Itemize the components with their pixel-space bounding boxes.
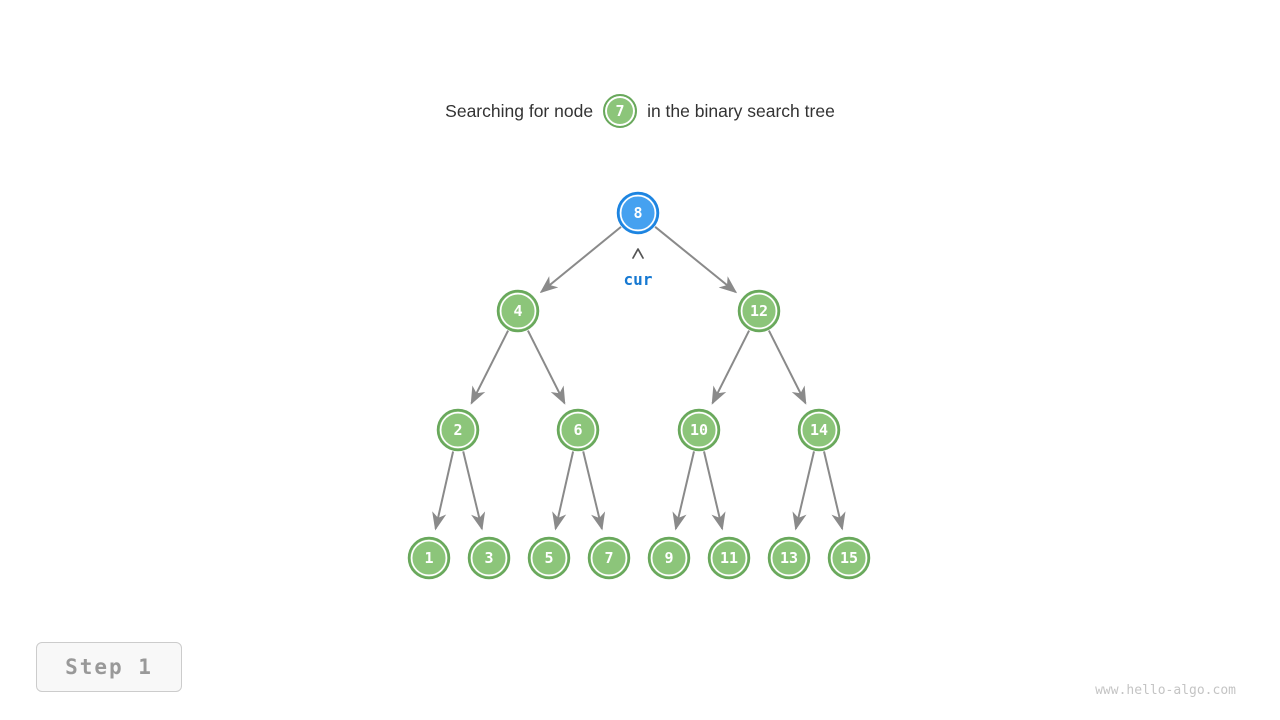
node-circle [496,289,540,333]
tree-edge-6-7 [582,451,606,531]
tree-edge-8-12 [654,226,738,294]
tree-edge-4-6 [527,330,566,405]
node-circle [737,289,781,333]
title-prefix: Searching for node [445,100,594,121]
tree-node-13: 13 [767,536,811,580]
tree-node-3: 3 [467,536,511,580]
node-value: 13 [780,549,798,567]
node-inner-ring [830,539,868,577]
tree-edge-10-9 [672,451,695,531]
node-inner-ring [410,539,448,577]
node-value: 9 [664,549,673,567]
node-value: 11 [720,549,738,567]
node-circle [707,536,751,580]
tree-node-7: 7 [587,536,631,580]
step-badge: Step 1 [36,642,182,692]
node-value: 10 [690,421,708,439]
tree-edge-2-3 [462,451,486,531]
node-inner-ring [740,292,778,330]
tree-node-8: 8 [616,191,660,235]
node-circle [767,536,811,580]
tree-edge-14-15 [823,451,846,531]
tree-node-11: 11 [707,536,751,580]
node-value: 14 [810,421,828,439]
node-circle [616,191,660,235]
node-circle [556,408,600,452]
watermark: www.hello-algo.com [1095,683,1236,698]
node-inner-ring [470,539,508,577]
node-inner-ring [559,411,597,449]
title-target-node: 7 [603,94,638,128]
tree-edge-14-13 [792,451,815,531]
tree-edge-10-11 [703,451,726,531]
node-circle [407,536,451,580]
tree-edge-12-10 [711,330,750,405]
tree-node-5: 5 [527,536,571,580]
node-value: 4 [513,302,522,320]
tree-node-6: 6 [556,408,600,452]
tree-node-15: 15 [827,536,871,580]
node-value: 15 [840,549,858,567]
node-inner-ring [650,539,688,577]
cur-pointer-arrow [632,248,644,259]
tree-node-10: 10 [677,408,721,452]
tree-node-12: 12 [737,289,781,333]
diagram-title: Searching for node 7 in the binary searc… [0,88,1280,134]
node-inner-ring [800,411,838,449]
tree-node-9: 9 [647,536,691,580]
node-inner-ring [770,539,808,577]
node-circle [587,536,631,580]
node-inner-ring [439,411,477,449]
node-value: 3 [484,549,493,567]
node-value: 8 [633,204,642,222]
tree-edge-8-4 [539,226,622,294]
node-value: 6 [573,421,582,439]
tree-edge-4-2 [470,330,509,405]
node-inner-ring [590,539,628,577]
tree-node-14: 14 [797,408,841,452]
node-value: 7 [604,549,613,567]
tree-edge-12-14 [768,330,807,405]
node-circle [647,536,691,580]
node-circle [527,536,571,580]
title-target-value: 7 [615,102,625,120]
node-circle [677,408,721,452]
node-inner-ring [619,194,657,232]
tree-node-1: 1 [407,536,451,580]
node-value: 2 [453,421,462,439]
node-circle [436,408,480,452]
node-value: 5 [544,549,553,567]
tree-edges [432,226,846,531]
node-circle [467,536,511,580]
node-inner-ring [499,292,537,330]
node-circle [797,408,841,452]
node-inner-ring [680,411,718,449]
node-value: 12 [750,302,768,320]
node-inner-ring [710,539,748,577]
node-value: 1 [424,549,433,567]
title-suffix: in the binary search tree [647,100,835,121]
node-circle [827,536,871,580]
tree-node-4: 4 [496,289,540,333]
node-inner-ring [530,539,568,577]
tree-edge-6-5 [552,451,575,531]
cur-pointer-label: cur [623,270,653,289]
tree-edge-2-1 [432,451,455,531]
tree-node-2: 2 [436,408,480,452]
